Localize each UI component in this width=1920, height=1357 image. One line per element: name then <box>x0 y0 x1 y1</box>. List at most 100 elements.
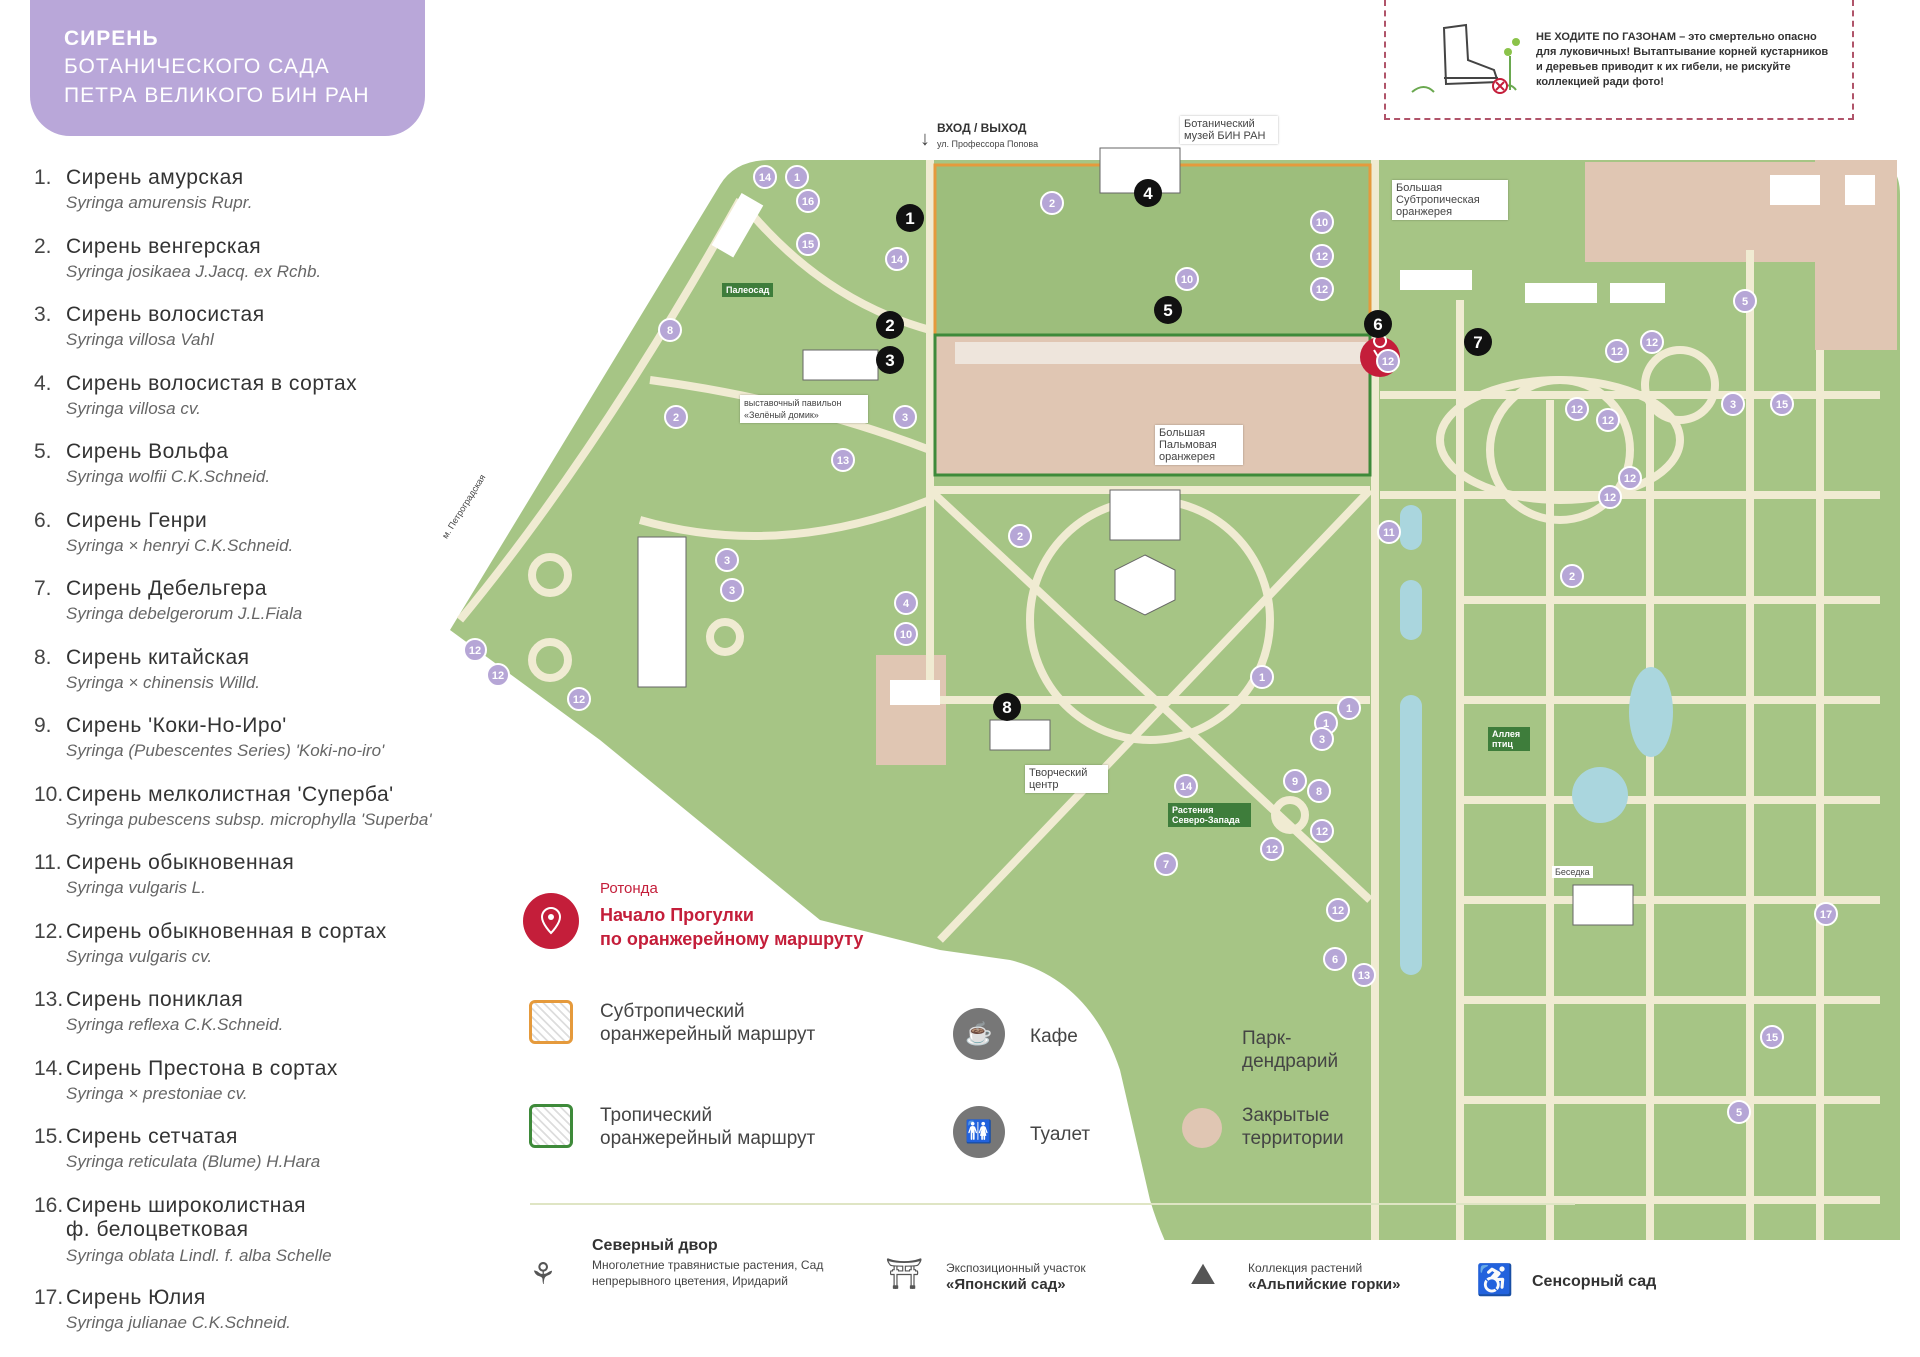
lilac-location-marker[interactable]: 5 <box>1727 1100 1751 1124</box>
lilac-location-marker[interactable]: 12 <box>1326 898 1350 922</box>
lilac-location-marker[interactable]: 14 <box>885 247 909 271</box>
lilac-name: Сирень обыкновенная в сортах <box>66 919 387 943</box>
lilac-location-marker[interactable]: 12 <box>1310 277 1334 301</box>
lilac-location-marker[interactable]: 3 <box>715 548 739 572</box>
route-stop-marker[interactable]: 2 <box>876 311 904 339</box>
lilac-location-marker[interactable]: 3 <box>1310 727 1334 751</box>
lilac-location-marker[interactable]: 5 <box>1733 289 1757 313</box>
route-stop-marker[interactable]: 4 <box>1134 179 1162 207</box>
lilac-marker-number: 13 <box>837 455 849 467</box>
lilac-location-marker[interactable]: 1 <box>785 165 809 189</box>
lilac-location-marker[interactable]: 15 <box>1770 392 1794 416</box>
lilac-marker-circle <box>1598 485 1622 509</box>
lilac-latin-name: Syringa reflexa C.K.Schneid. <box>66 1015 284 1034</box>
route-stop-circle <box>1364 310 1392 338</box>
lilac-marker-number: 12 <box>1266 844 1278 856</box>
route-stop-marker[interactable]: 7 <box>1464 328 1492 356</box>
closed-label-2: территории <box>1242 1128 1344 1149</box>
lilac-location-marker[interactable]: 14 <box>753 165 777 189</box>
lilac-location-marker[interactable]: 12 <box>1640 330 1664 354</box>
route-stop-marker[interactable]: 3 <box>876 346 904 374</box>
lilac-location-marker[interactable]: 17 <box>1814 902 1838 926</box>
route-stop-circle <box>993 693 1021 721</box>
route-stop-number: 8 <box>1002 698 1011 717</box>
lilac-marker-number: 9 <box>1292 776 1298 788</box>
lilac-location-marker[interactable]: 13 <box>831 448 855 472</box>
lilac-number: 4. <box>34 371 52 395</box>
lilac-location-marker[interactable]: 12 <box>1376 349 1400 373</box>
lilac-location-marker[interactable]: 1 <box>1337 696 1361 720</box>
lilac-marker-number: 8 <box>667 325 673 337</box>
lilac-location-marker[interactable]: 12 <box>1598 485 1622 509</box>
lilac-marker-circle <box>1770 392 1794 416</box>
lilac-location-marker[interactable]: 12 <box>1310 244 1334 268</box>
route-stop-number: 5 <box>1163 301 1172 320</box>
lilac-location-marker[interactable]: 15 <box>1760 1025 1784 1049</box>
pond-4 <box>1629 667 1673 757</box>
lilac-number: 7. <box>34 577 52 600</box>
lilac-marker-number: 3 <box>902 412 908 424</box>
lilac-location-marker[interactable]: 2 <box>1560 564 1584 588</box>
lilac-location-marker[interactable]: 15 <box>796 232 820 256</box>
lilac-marker-number: 12 <box>1602 415 1614 427</box>
lilac-marker-number: 12 <box>1624 473 1636 485</box>
lilac-location-marker[interactable]: 12 <box>1565 397 1589 421</box>
lilac-list-item: 10.Сирень мелколистная 'Суперба'Syringa … <box>34 783 514 852</box>
lilac-location-marker[interactable]: 11 <box>1377 520 1401 544</box>
lilac-location-marker[interactable]: 12 <box>567 687 591 711</box>
lilac-location-marker[interactable]: 2 <box>1008 524 1032 548</box>
lilac-marker-circle <box>664 405 688 429</box>
pond-5 <box>1572 767 1628 823</box>
lilac-location-marker[interactable]: 10 <box>1175 267 1199 291</box>
rotunda-label: Ротонда <box>600 880 658 897</box>
lilac-marker-circle <box>785 165 809 189</box>
lilac-location-marker[interactable]: 2 <box>1040 191 1064 215</box>
lilac-location-marker[interactable]: 12 <box>1260 837 1284 861</box>
lilac-location-marker[interactable]: 8 <box>658 318 682 342</box>
lilac-location-marker[interactable]: 12 <box>1605 339 1629 363</box>
lilac-location-marker[interactable]: 9 <box>1283 769 1307 793</box>
lilac-location-marker[interactable]: 3 <box>1721 392 1745 416</box>
lilac-location-marker[interactable]: 12 <box>1310 819 1334 843</box>
lilac-marker-number: 5 <box>1736 1107 1742 1119</box>
lilac-location-marker[interactable]: 14 <box>1174 774 1198 798</box>
north-yard-desc: Многолетние травянистые растения, Сад не… <box>592 1258 824 1288</box>
lilac-location-marker[interactable]: 12 <box>1618 466 1642 490</box>
lilac-marker-circle <box>1596 408 1620 432</box>
lilac-location-marker[interactable]: 7 <box>1154 852 1178 876</box>
lilac-marker-number: 12 <box>469 645 481 657</box>
lilac-location-marker[interactable]: 4 <box>894 591 918 615</box>
lilac-location-marker[interactable]: 12 <box>463 638 487 662</box>
lilac-location-marker[interactable]: 1 <box>1250 665 1274 689</box>
lilac-location-marker[interactable]: 12 <box>1596 408 1620 432</box>
lilac-location-marker[interactable]: 13 <box>1352 963 1376 987</box>
lilac-marker-circle <box>1260 837 1284 861</box>
route-stop-marker[interactable]: 6 <box>1364 310 1392 338</box>
lilac-number: 13. <box>34 988 64 1011</box>
lilac-location-marker[interactable]: 3 <box>720 578 744 602</box>
lilac-latin-name: Syringa villosa Vahl <box>66 330 214 349</box>
museum-label: Ботанический музей БИН РАН <box>1180 116 1278 144</box>
lilac-location-marker[interactable]: 3 <box>893 405 917 429</box>
lilac-location-marker[interactable]: 16 <box>796 189 820 213</box>
lilac-location-marker[interactable]: 6 <box>1323 947 1347 971</box>
lilac-marker-circle <box>1250 665 1274 689</box>
route-stop-marker[interactable]: 1 <box>896 204 924 232</box>
lilac-marker-number: 12 <box>1316 284 1328 296</box>
lilac-location-marker[interactable]: 8 <box>1307 779 1331 803</box>
lilac-marker-number: 10 <box>1316 217 1328 229</box>
lilac-marker-circle <box>1565 397 1589 421</box>
route-stop-marker[interactable]: 8 <box>993 693 1021 721</box>
map-title-box: СИРЕНЬ БОТАНИЧЕСКОГО САДА ПЕТРА ВЕЛИКОГО… <box>30 0 425 136</box>
lilac-marker-circle <box>1326 898 1350 922</box>
route-stop-marker[interactable]: 5 <box>1154 296 1182 324</box>
lilac-location-marker[interactable]: 10 <box>1310 210 1334 234</box>
lilac-location-marker[interactable]: 10 <box>894 622 918 646</box>
lilac-location-marker[interactable]: 2 <box>664 405 688 429</box>
lilac-location-marker[interactable]: 12 <box>486 663 510 687</box>
lilac-name: Сирень мелколистная 'Суперба' <box>66 782 394 806</box>
street-label: ул. Профессора Попова <box>937 139 1039 149</box>
